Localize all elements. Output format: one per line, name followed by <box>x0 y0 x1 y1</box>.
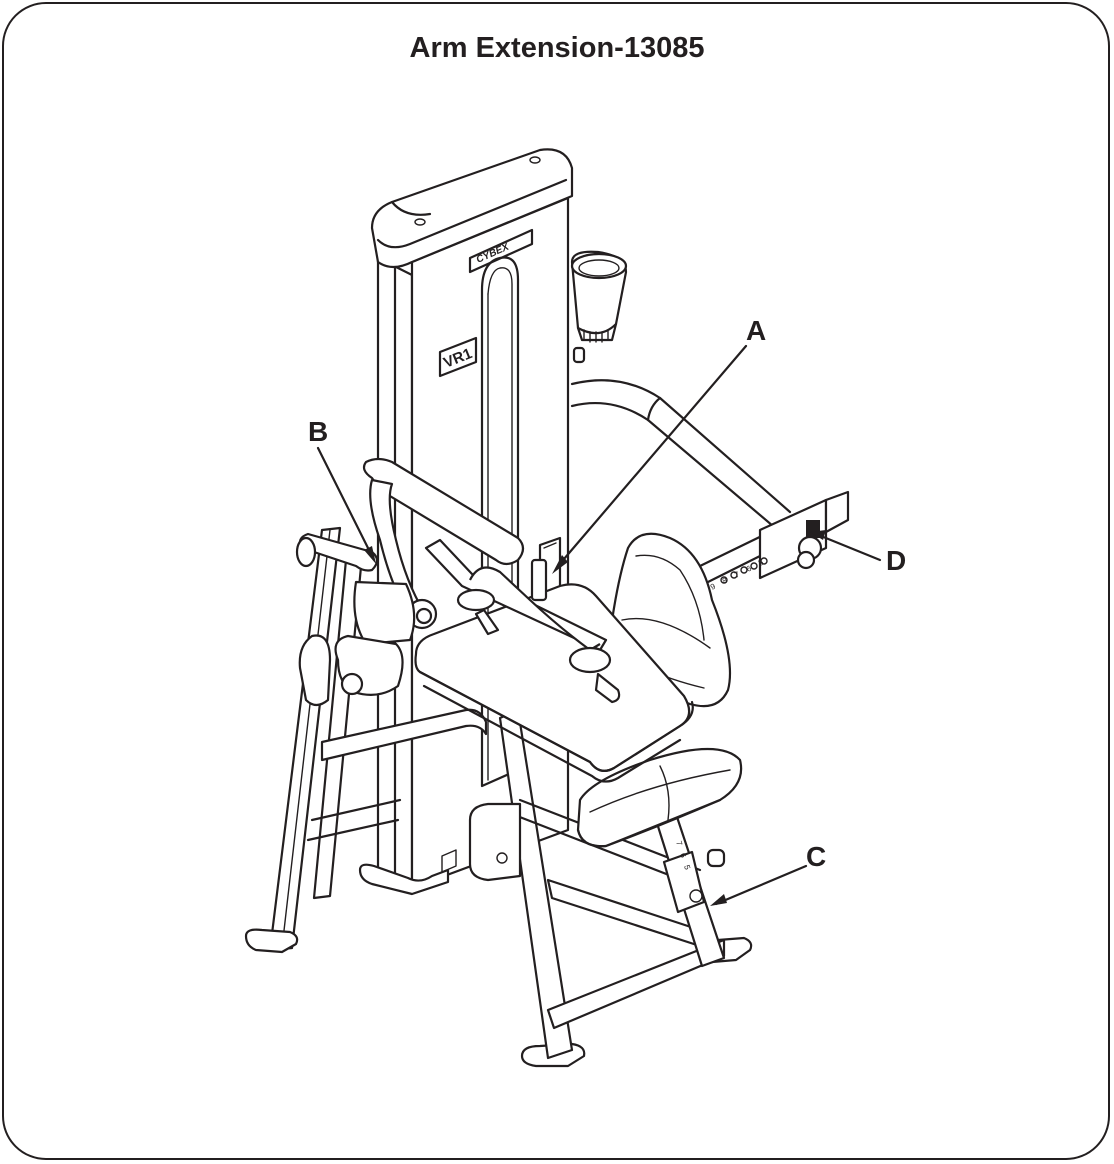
leader-b <box>316 446 374 558</box>
callout-a: A <box>746 315 766 346</box>
arm-adjustment-bar: 9 8 7 6 5 <box>698 490 850 592</box>
arm-adjust-number: 7 <box>733 570 741 580</box>
arm-adjust-number: 6 <box>745 564 753 574</box>
seat-adjust-numbers: 7 6 5 <box>674 840 692 872</box>
callout-b: B <box>308 416 328 447</box>
callout-d: D <box>886 545 906 576</box>
leader-d <box>814 532 882 562</box>
counterweight-cup <box>570 250 628 364</box>
arm-adjust-numbers: 9 8 7 6 5 <box>709 558 765 592</box>
callout-leaders <box>316 344 882 906</box>
elbow-rest-pad <box>414 583 694 783</box>
diagram-title: Arm Extension-13085 <box>409 32 705 64</box>
seat-adjust-number: 7 <box>674 840 684 848</box>
frame-legs: 7 6 5 <box>244 526 753 1068</box>
seat-pad <box>576 747 743 848</box>
seat-adjust-number: 6 <box>678 852 688 860</box>
arm-adjust-number: 5 <box>757 558 765 568</box>
arm-adjust-number: 8 <box>721 576 729 586</box>
arm-adjust-number: 9 <box>709 582 717 592</box>
seat-adjust-number: 5 <box>682 864 692 872</box>
leader-c <box>714 864 808 906</box>
pivot-arm <box>570 379 792 534</box>
callout-c: C <box>806 841 826 872</box>
movement-arm <box>295 457 621 707</box>
leader-a <box>556 344 748 568</box>
